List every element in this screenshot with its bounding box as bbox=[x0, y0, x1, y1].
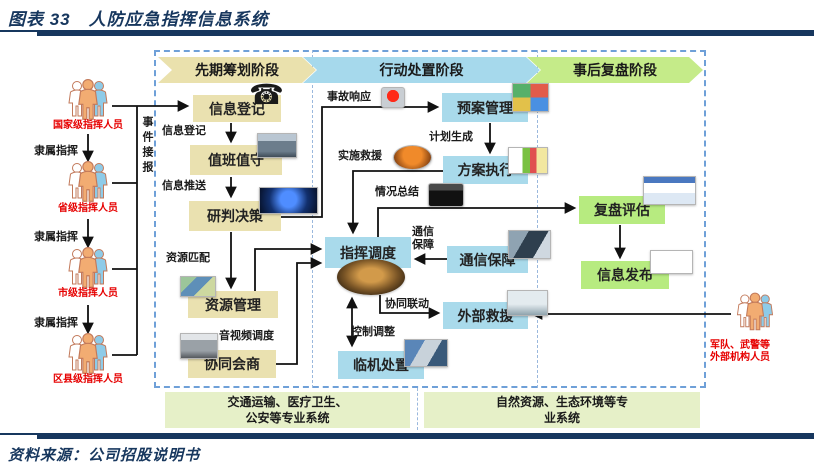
alarm-button-icon bbox=[381, 87, 405, 108]
page-title: 人防应急指挥信息系统 bbox=[88, 10, 269, 29]
bottom-separator bbox=[417, 388, 418, 430]
phase-separator-2 bbox=[537, 50, 538, 388]
people-icon bbox=[68, 247, 108, 288]
people-icon bbox=[68, 333, 108, 374]
subordinate-command-label: 隶属指挥 bbox=[34, 231, 78, 243]
phase-chevron-review: 事后复盘阶段 bbox=[527, 57, 703, 83]
personnel-provincial-label: 省级指挥人员 bbox=[58, 203, 118, 214]
bottom-rule-thick bbox=[37, 435, 814, 439]
helicopter-photo bbox=[507, 290, 548, 316]
phase-chevron-action: 行动处置阶段 bbox=[303, 57, 540, 83]
edge-label-implement-rescue: 实施救援 bbox=[338, 150, 382, 162]
apps-grid-photo bbox=[650, 250, 693, 274]
figure-title: 图表 33 人防应急指挥信息系统 bbox=[8, 5, 269, 30]
event-report-label: 事件接报 bbox=[141, 116, 153, 176]
node-info-register: 信息登记 bbox=[193, 95, 281, 122]
bottom-system-left: 交通运输、医疗卫生、 公安等专业系统 bbox=[165, 392, 410, 428]
spreadsheet-photo bbox=[508, 147, 548, 174]
bottom-rule-thin bbox=[0, 433, 814, 435]
map-photo bbox=[180, 276, 216, 297]
top-rule-thin bbox=[0, 30, 814, 32]
diagram-border bbox=[154, 50, 706, 388]
edge-label-av-dispatch: 音视频调度 bbox=[219, 330, 274, 342]
edge-label-joint-linkage: 协同联动 bbox=[385, 298, 429, 310]
edge-label-situation-summary: 情况总结 bbox=[375, 186, 419, 198]
vehicles-photo bbox=[404, 339, 448, 367]
phase-chevron-planning: 先期筹划阶段 bbox=[158, 57, 316, 83]
edge-label-info-register: 信息登记 bbox=[162, 125, 206, 137]
personnel-municipal-label: 市级指挥人员 bbox=[58, 288, 118, 299]
edge-label-plan-generate: 计划生成 bbox=[429, 131, 473, 143]
personnel-external-label: 军队、武警等 外部机构人员 bbox=[710, 340, 770, 363]
edge-label-incident-response: 事故响应 bbox=[327, 91, 371, 103]
personnel-county-label: 区县级指挥人员 bbox=[53, 374, 123, 385]
plans-grid-photo bbox=[512, 83, 549, 112]
edge-label-resource-match: 资源匹配 bbox=[166, 252, 210, 264]
people-icon bbox=[737, 292, 773, 331]
webpage-photo bbox=[643, 176, 696, 205]
source-note: 资料来源：公司招股说明书 bbox=[8, 447, 201, 464]
telephone-icon: ☎ bbox=[249, 79, 284, 110]
edge-label-info-push: 信息推送 bbox=[162, 180, 206, 192]
meeting-room-photo bbox=[257, 133, 297, 158]
av-device-photo bbox=[180, 333, 218, 359]
subordinate-command-label: 隶属指挥 bbox=[34, 145, 78, 157]
control-screen-photo bbox=[259, 187, 318, 214]
personnel-national-label: 国家级指挥人员 bbox=[53, 120, 123, 131]
phase-separator-1 bbox=[312, 50, 313, 388]
subordinate-command-label: 隶属指挥 bbox=[34, 317, 78, 329]
top-rule-thick bbox=[37, 32, 814, 36]
edge-label-control-adjust: 控制调整 bbox=[351, 326, 395, 338]
comm-room-photo bbox=[508, 230, 551, 259]
bottom-system-right: 自然资源、生态环境等专 业系统 bbox=[424, 392, 700, 428]
radio-device-photo bbox=[428, 183, 464, 207]
people-icon bbox=[68, 79, 108, 120]
people-icon bbox=[68, 161, 108, 202]
command-center-photo bbox=[337, 259, 405, 295]
rescue-team-photo bbox=[393, 145, 432, 170]
edge-label-comm-support: 通信 保障 bbox=[412, 226, 434, 251]
figure-number: 图表 33 bbox=[8, 10, 71, 29]
